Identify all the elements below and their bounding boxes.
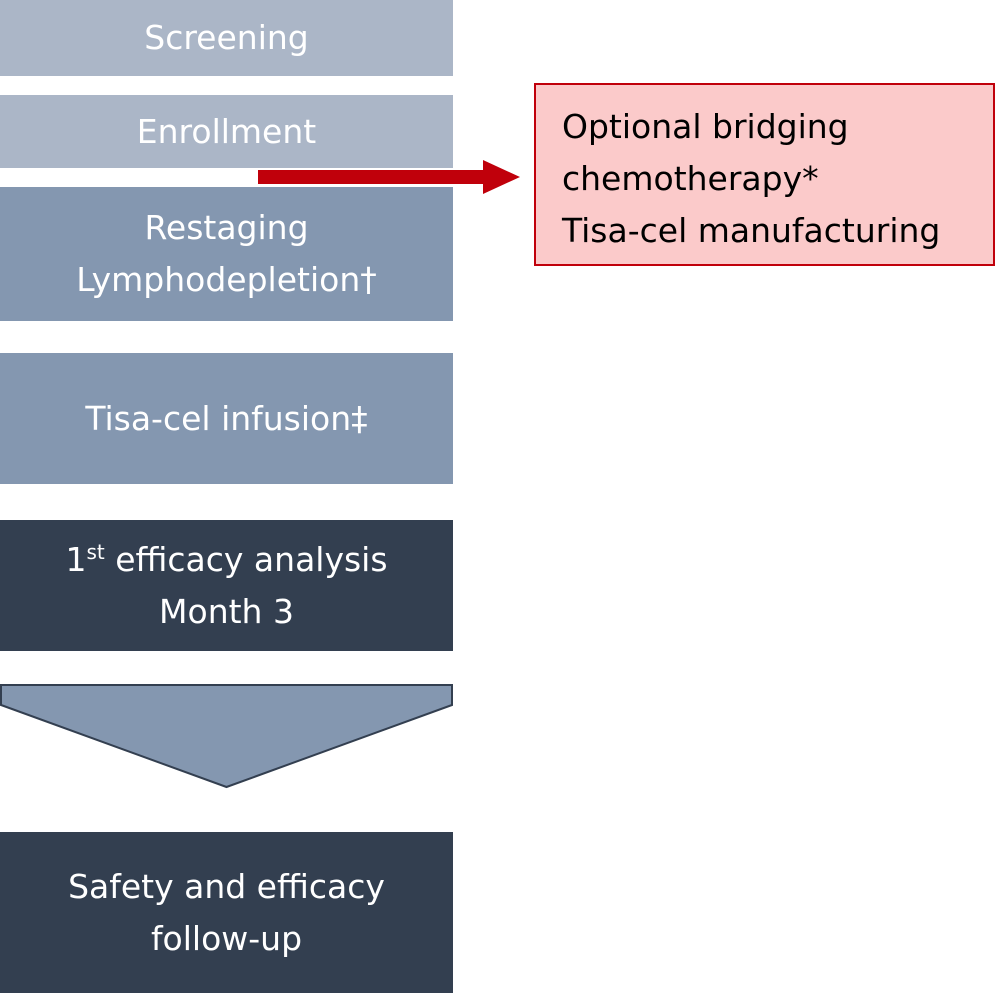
step-restaging-lymphodepletion: Restaging Lymphodepletion† [0,187,453,321]
chevron-down-arrow [0,684,453,789]
callout-line2: chemotherapy* [562,159,819,198]
callout-line1: Optional bridging [562,107,849,146]
arrow-head [483,160,520,194]
efficacy-analysis-text: efficacy analysis [104,539,388,579]
step-infusion-label: Tisa-cel infusion‡ [85,398,368,438]
step-safety-efficacy-follow-up: Safety and efficacy follow-up [0,832,453,993]
efficacy-ordinal-suffix: st [86,539,105,564]
step-followup-line2: follow-up [150,918,303,958]
step-restaging-label: Restaging [144,208,309,247]
step-efficacy-month-label: Month 3 [159,591,294,631]
step-enrollment-label: Enrollment [136,111,317,151]
bridging-manufacturing-callout: Optional bridging chemotherapy* Tisa-cel… [534,83,995,266]
step-first-efficacy-analysis: 1st efficacy analysis Month 3 [0,520,453,651]
step-tisa-cel-infusion: Tisa-cel infusion‡ [0,353,453,484]
arrow-shaft [258,170,486,184]
step-screening: Screening [0,0,453,76]
step-lymphodepletion-label: Lymphodepletion† [76,260,377,299]
step-followup-line1: Safety and efficacy [68,866,385,906]
step-enrollment: Enrollment [0,95,453,168]
step-screening-label: Screening [144,18,309,57]
step-efficacy-line1: 1st efficacy analysis [65,534,387,586]
chevron-shape [0,684,453,789]
efficacy-ordinal: 1 [65,539,87,579]
bridging-arrow [258,160,520,194]
callout-line3: Tisa-cel manufacturing [562,211,941,250]
